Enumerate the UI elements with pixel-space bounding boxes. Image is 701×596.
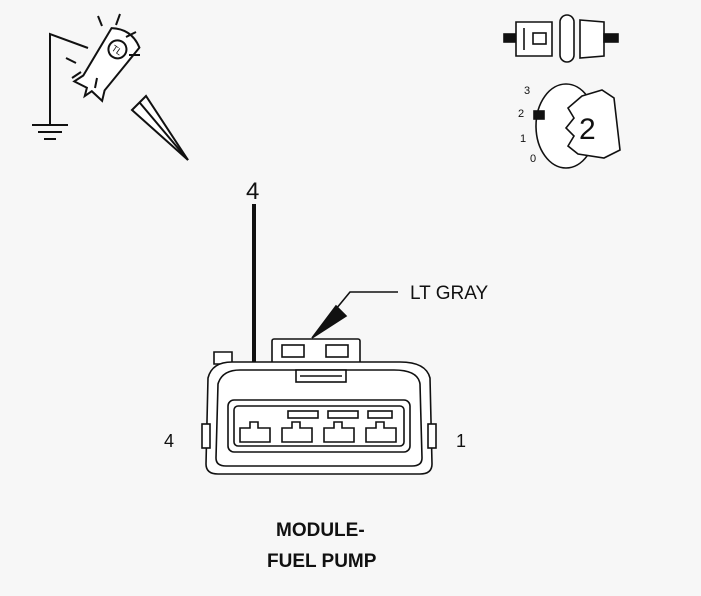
connector-terminals — [239, 410, 397, 443]
ignition-selected-position: 2 — [579, 113, 596, 146]
terminal-2 — [323, 421, 355, 443]
wire-color-leader — [311, 291, 398, 339]
ignition-position-3: 3 — [524, 85, 531, 97]
connector-title-line2: FUEL PUMP — [267, 551, 377, 572]
ignition-position-1: 1 — [520, 133, 527, 145]
connector-body — [201, 338, 437, 475]
svg-text:TL: TL — [110, 43, 124, 57]
disconnected-connector-icon — [503, 14, 619, 63]
test-light-probe-icon: TL — [65, 13, 189, 161]
terminal-4 — [239, 421, 271, 443]
ground-symbol-icon — [32, 32, 89, 140]
probe-pin-label: 4 — [246, 178, 260, 205]
connector-title-line1: MODULE- — [276, 520, 365, 541]
ignition-position-2: 2 — [518, 108, 525, 120]
ignition-key-icon — [533, 83, 621, 169]
connector-right-pin-label: 1 — [456, 431, 467, 451]
terminal-1 — [365, 421, 397, 443]
connector-left-pin-label: 4 — [164, 431, 175, 451]
terminal-3 — [281, 421, 313, 443]
wire-color-label: LT GRAY — [410, 283, 489, 304]
ignition-position-0: 0 — [530, 153, 537, 165]
